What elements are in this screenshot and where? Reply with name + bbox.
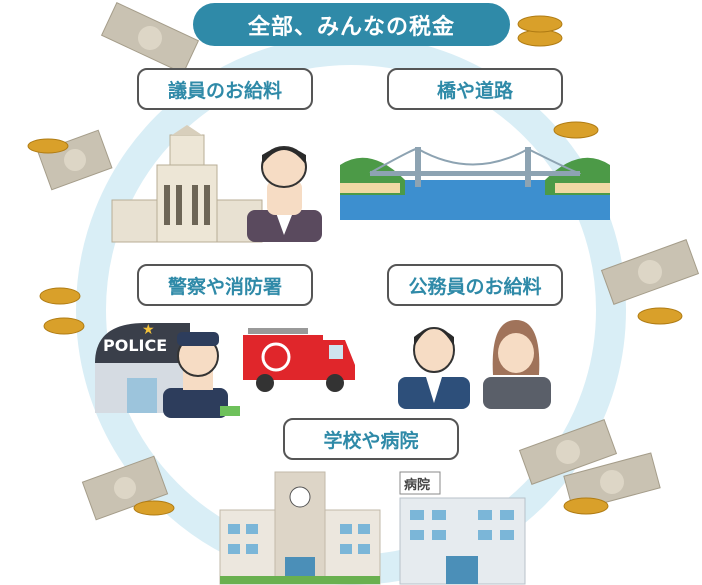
page-title: 全部、みんなの税金 xyxy=(193,3,510,46)
civil-servants-illustration xyxy=(398,320,551,409)
female-civil-servant-icon xyxy=(483,320,551,409)
politician-icon xyxy=(247,146,322,242)
hospital-illustration: 病院 xyxy=(399,471,526,585)
police-station-illustration: POLICE ★ xyxy=(95,322,240,418)
bill-icon xyxy=(37,129,113,191)
svg-text:★: ★ xyxy=(142,322,155,338)
coin-icon xyxy=(637,307,683,325)
male-civil-servant-icon xyxy=(398,327,470,409)
label-bridges-roads: 橋や道路 xyxy=(387,68,563,110)
bill-icon xyxy=(100,2,200,74)
label-schools-hospitals: 学校や病院 xyxy=(283,418,459,460)
diet-building-illustration xyxy=(111,125,322,243)
clock-icon xyxy=(289,486,311,508)
bridge-illustration xyxy=(340,147,610,220)
coin-icon xyxy=(517,15,563,33)
bill-icon xyxy=(81,455,169,521)
coin-icon xyxy=(27,138,69,154)
label-civil-servant-salary: 公務員のお給料 xyxy=(387,264,563,306)
school-illustration xyxy=(219,471,381,585)
label-police-fire: 警察や消防署 xyxy=(137,264,313,306)
coin-icon xyxy=(563,497,609,515)
coin-icon xyxy=(43,317,85,335)
coin-icon xyxy=(553,121,599,139)
fire-truck-illustration xyxy=(243,328,355,392)
bill-icon xyxy=(563,452,661,512)
bill-icon xyxy=(518,419,618,485)
label-diet-salary: 議員のお給料 xyxy=(137,68,313,110)
police-officer-icon xyxy=(163,332,240,418)
police-sign: POLICE xyxy=(103,336,167,355)
coin-icon xyxy=(133,500,175,516)
bill-icon xyxy=(600,239,700,305)
coin-icon xyxy=(39,287,81,305)
hospital-sign: 病院 xyxy=(404,477,430,493)
